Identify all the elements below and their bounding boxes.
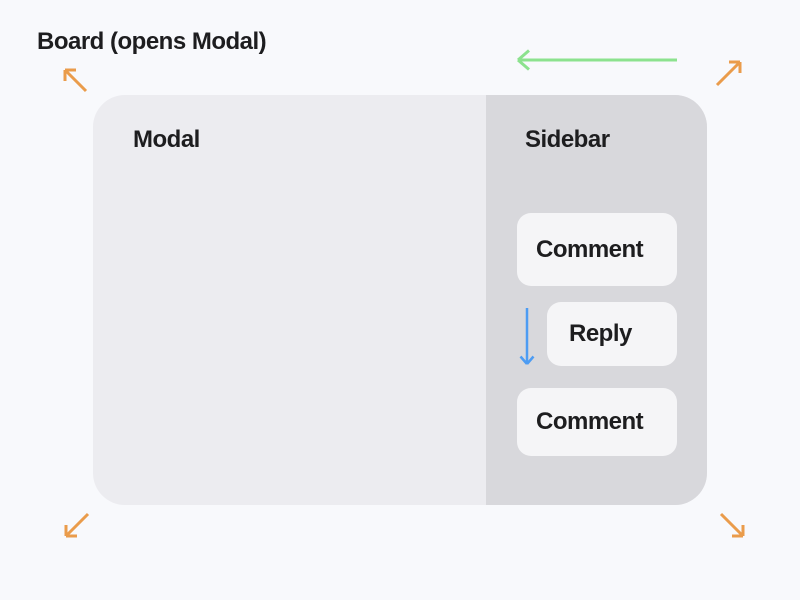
comment-card[interactable]: Comment xyxy=(517,388,677,456)
thread-down-arrow-icon xyxy=(519,308,535,365)
reply-card-label: Reply xyxy=(569,320,632,347)
reply-card[interactable]: Reply xyxy=(547,302,677,366)
comment-card-label: Comment xyxy=(536,408,644,435)
expand-arrow-top-right-icon xyxy=(715,60,742,87)
modal-panel: Modal Sidebar Comment Reply Comment xyxy=(93,95,707,505)
board-label: Board (opens Modal) xyxy=(37,28,267,55)
expand-arrow-bottom-left-icon xyxy=(64,512,90,538)
expand-arrow-top-left-icon xyxy=(63,68,88,93)
comment-card[interactable]: Comment xyxy=(517,213,677,286)
modal-label: Modal xyxy=(133,126,200,153)
sidebar-panel: Sidebar Comment Reply Comment xyxy=(486,95,707,505)
comment-card-label: Comment xyxy=(536,235,644,263)
expand-arrow-bottom-right-icon xyxy=(719,512,745,538)
sidebar-label: Sidebar xyxy=(525,126,610,153)
modal-main-area: Modal xyxy=(93,95,486,505)
back-left-arrow-icon xyxy=(517,49,677,71)
